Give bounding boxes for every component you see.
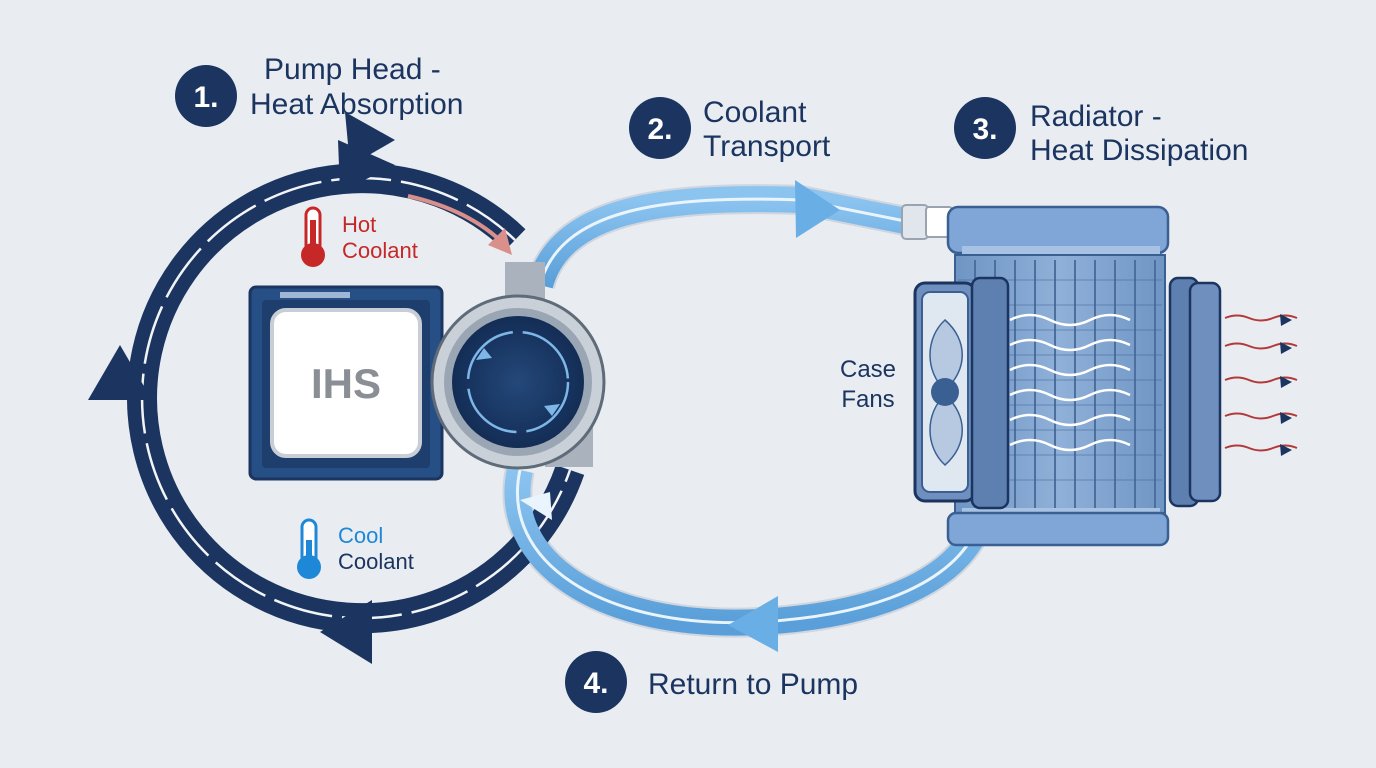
radiator-bottom-tank: [946, 511, 1170, 547]
step-4-badge: [565, 651, 627, 713]
case-fan-icon: [913, 276, 1010, 510]
tube-lower: [504, 467, 993, 636]
step-2-number: 2.: [647, 113, 672, 146]
step-1-title-line2: Heat Absorption: [250, 88, 463, 121]
step-2-title-line1: Coolant: [703, 96, 807, 129]
cpu-contacts: [280, 292, 350, 298]
case-fans-label-line1: Case: [840, 356, 896, 383]
pump-rotation-arrow-2: [544, 404, 560, 416]
tube-fitting-outer: [901, 204, 929, 240]
cpu-chip: IHS: [248, 285, 444, 481]
tube-return-arrow: [520, 492, 552, 520]
tube-lower-arrow: [728, 596, 778, 652]
step-3-number: 3.: [972, 113, 997, 146]
step-2-title-line2: Transport: [703, 130, 831, 163]
pump-head: [430, 262, 606, 470]
step-1-badge: [175, 65, 237, 127]
heat-flow-arrow-2: [1224, 342, 1298, 354]
pump-cap: [452, 316, 584, 448]
coolant-tube-loop: [502, 180, 995, 652]
ihs-label: IHS: [311, 360, 381, 407]
cool-label-line2: Coolant: [338, 549, 414, 574]
heat-flow-arrow-icon: [1224, 314, 1298, 326]
radiator: [913, 205, 1222, 547]
tube-upper-highlight: [538, 197, 911, 286]
case-fans-label-line2: Fans: [841, 386, 894, 413]
rear-fan: [1168, 276, 1222, 508]
step-4-title: Return to Pump: [648, 668, 858, 701]
radiator-heat-waves: [1009, 313, 1131, 452]
pump-rotation-ring: [466, 330, 570, 434]
step-3-title-line2: Heat Dissipation: [1030, 134, 1248, 167]
heat-flow-arrow-3: [1224, 376, 1298, 388]
step-4: 4. Return to Pump: [565, 651, 858, 713]
ihs-plate: [270, 308, 422, 458]
hot-label-line1: Hot: [342, 212, 376, 237]
thermometer-cool-icon: [297, 518, 321, 579]
cool-label-line1: Cool: [338, 523, 383, 548]
step-3: 3. Radiator - Heat Dissipation: [954, 97, 1248, 167]
heat-exhaust: [1224, 314, 1298, 456]
step-3-title-line1: Radiator -: [1030, 100, 1162, 133]
thermometer-hot-icon: [301, 206, 325, 267]
step-4-number: 4.: [583, 667, 608, 700]
pump-rotation-arrow-1: [476, 348, 492, 360]
tube-upper-arrow: [795, 180, 840, 238]
loop-arrow-top-2: [338, 140, 395, 192]
heat-flow-arrow-5: [1224, 444, 1298, 456]
step-2: 2. Coolant Transport: [629, 96, 831, 163]
loop-arrow-left: [88, 345, 152, 400]
step-2-badge: [629, 97, 691, 159]
hot-label-line2: Coolant: [342, 238, 418, 263]
heat-flow-arrow-4: [1224, 412, 1298, 424]
cool-coolant-indicator: Cool Coolant: [297, 518, 414, 579]
hot-flow-arrowhead: [488, 228, 512, 255]
hot-coolant-indicator: Hot Coolant: [301, 206, 418, 267]
loop-arrow-bottom: [320, 600, 372, 664]
step-3-badge: [954, 97, 1016, 159]
step-1-title-line1: Pump Head -: [264, 53, 441, 86]
step-1-number: 1.: [193, 81, 218, 114]
step-1: 1. Pump Head - Heat Absorption: [175, 53, 463, 127]
pump-loop: [88, 112, 585, 664]
